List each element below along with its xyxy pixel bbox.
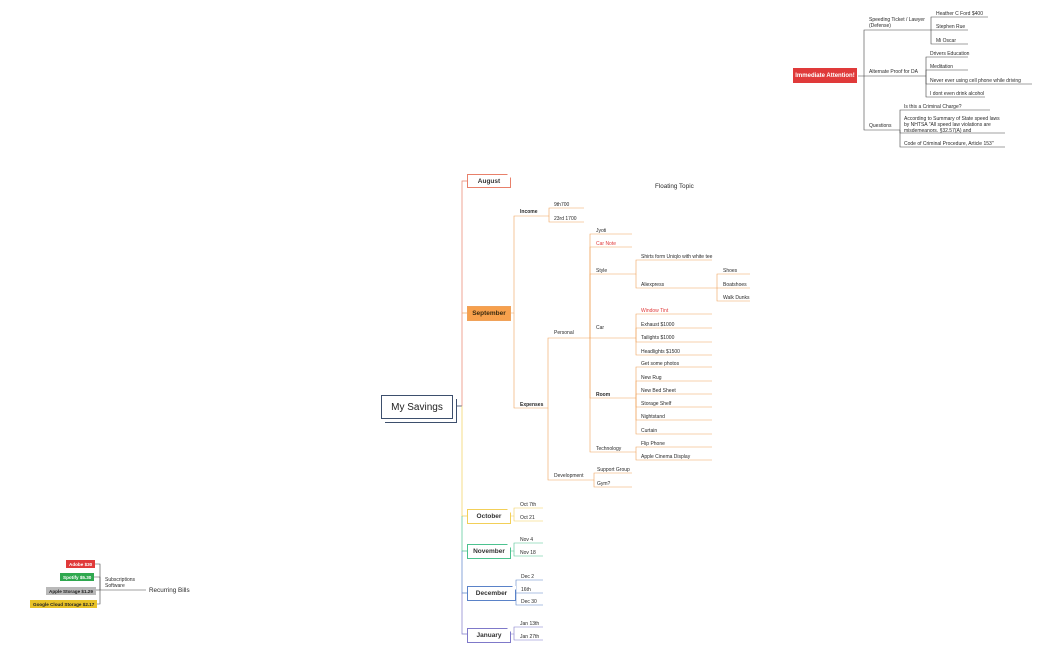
lawyer-item[interactable]: Heather C Ford $400 — [936, 11, 983, 17]
jyoti-item[interactable]: Jyoti — [596, 228, 607, 234]
month-december[interactable]: December — [467, 586, 516, 601]
floating-topic[interactable]: Floating Topic — [655, 183, 694, 190]
aliexpress-item[interactable]: Walk Dunks — [723, 295, 750, 301]
room-item[interactable]: New Bed Sheet — [641, 388, 676, 394]
apple-storage-tag[interactable]: Apple Storage $1.29 — [46, 587, 96, 595]
room-item[interactable]: Get some photos — [641, 361, 680, 367]
alt-proof-item[interactable]: Drivers Education — [930, 51, 970, 57]
income-item[interactable]: 23rd 1700 — [554, 216, 577, 222]
style-label[interactable]: Style — [596, 268, 608, 274]
room-item[interactable]: Storage Shelf — [641, 401, 672, 407]
spotify-tag[interactable]: Spotify $5.30 — [60, 573, 95, 581]
november-item[interactable]: Nov 4 — [520, 537, 534, 543]
alt-proof-item[interactable]: Meditation — [930, 64, 954, 70]
car-item[interactable]: Headlights $1500 — [641, 349, 680, 355]
question-item[interactable]: According to Summary of State speed laws… — [904, 116, 1000, 134]
december-item[interactable]: Dec 30 — [521, 599, 537, 605]
income-item[interactable]: 9th700 — [554, 202, 570, 208]
car-item[interactable]: Window Tint — [641, 308, 669, 314]
development-item[interactable]: Gym? — [597, 481, 611, 487]
recurring-bills-topic[interactable]: Recurring Bills — [149, 587, 190, 594]
aliexpress-label[interactable]: Aliexpress — [641, 282, 665, 288]
car-label[interactable]: Car — [596, 325, 605, 331]
car-note-item[interactable]: Car Note — [596, 241, 617, 247]
month-august[interactable]: August — [467, 174, 511, 188]
january-item[interactable]: Jan 27th — [520, 634, 540, 640]
december-item[interactable]: 16th — [521, 587, 531, 593]
month-november[interactable]: November — [467, 544, 511, 559]
october-item[interactable]: Oct 21 — [520, 515, 535, 521]
subscriptions-line2[interactable]: Software — [105, 583, 125, 589]
question-item[interactable]: Code of Criminal Procedure, Article 153" — [904, 141, 994, 147]
development-label[interactable]: Development — [554, 473, 584, 479]
shirts-item[interactable]: Shirts form Uniqlo with white tee — [641, 254, 713, 260]
speeding-ticket-line2[interactable]: (Defense) — [869, 23, 891, 29]
room-label[interactable]: Room — [596, 392, 611, 398]
google-storage-tag[interactable]: Google Cloud Storage $2.17 — [30, 600, 98, 608]
december-item[interactable]: Dec 2 — [521, 574, 535, 580]
month-january[interactable]: January — [467, 628, 511, 643]
car-item[interactable]: Tailights $1000 — [641, 335, 675, 341]
aliexpress-item[interactable]: Shoes — [723, 268, 738, 274]
expenses-label[interactable]: Expenses — [520, 402, 544, 408]
income-label[interactable]: Income — [520, 209, 538, 215]
technology-item[interactable]: Apple Cinema Display — [641, 454, 691, 460]
alternate-proof-label[interactable]: Alternate Proof for DA — [869, 69, 918, 75]
aliexpress-item[interactable]: Boatshoes — [723, 282, 747, 288]
technology-item[interactable]: Flip Phone — [641, 441, 665, 447]
january-item[interactable]: Jan 13th — [520, 621, 540, 627]
room-item[interactable]: Curtain — [641, 428, 658, 434]
room-item[interactable]: Nightstand — [641, 414, 665, 420]
lawyer-item[interactable]: Mi Oscar — [936, 38, 956, 44]
car-item[interactable]: Exhaust $1000 — [641, 322, 675, 328]
lawyer-item[interactable]: Stephen Rue — [936, 24, 966, 30]
room-item[interactable]: New Rug — [641, 375, 662, 381]
technology-label[interactable]: Technology — [596, 446, 622, 452]
month-september[interactable]: September — [467, 306, 511, 321]
november-item[interactable]: Nov 18 — [520, 550, 536, 556]
development-item[interactable]: Support Group — [597, 467, 630, 473]
questions-label[interactable]: Questions — [869, 123, 892, 129]
alt-proof-item[interactable]: I dont even drink alcohol — [930, 91, 985, 97]
adobe-tag[interactable]: Adobe $30 — [66, 560, 96, 568]
question-item[interactable]: Is this a Criminal Charge? — [904, 104, 962, 110]
alt-proof-item[interactable]: Never ever using cell phone while drivin… — [930, 78, 1021, 84]
subscriptions-line1[interactable]: Subscriptions — [105, 577, 136, 583]
speeding-ticket-line1[interactable]: Speeding Ticket / Lawyer — [869, 17, 925, 23]
month-october[interactable]: October — [467, 509, 511, 524]
personal-label[interactable]: Personal — [554, 330, 574, 336]
immediate-attention-topic[interactable]: Immediate Attention! — [793, 68, 857, 83]
october-item[interactable]: Oct 7th — [520, 502, 537, 508]
root-topic[interactable]: My Savings — [381, 395, 453, 419]
